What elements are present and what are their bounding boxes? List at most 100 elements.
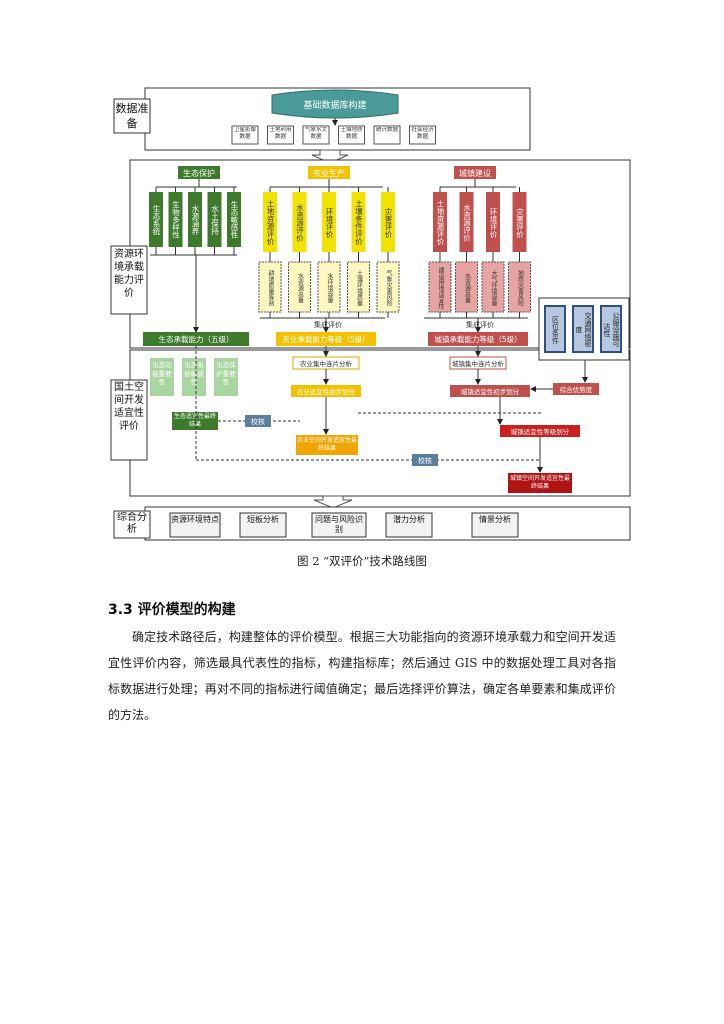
side-box-label-fo: 公服设施可达性 [603,312,620,347]
data-item [302,125,330,145]
eco-factor-label-fo: 生态敏感性 [230,201,239,239]
agr-factor [292,192,307,252]
agr-capacity-result [276,332,376,346]
side-box-label-fo: 区位条件 [552,316,560,344]
agr-step-2 [291,385,361,397]
agr-final-result-fo: 农业空间开发适宜性最终结果 [296,437,357,452]
agr-factor [263,192,277,252]
final-item-label-fo: 资源环境特点 [171,515,219,524]
side-box [574,307,592,351]
eco-factor-label-fo: 生物多样性 [172,201,181,239]
suit-eco-label: 生态功能重要性 [152,361,172,386]
suit-eco-label: 生态保护重要性 [216,361,236,386]
agr-domain-label: 农业生产 [313,168,345,178]
data-item-label: 气象水文数据 [304,127,327,140]
urb-capacity-text: 城镇承载能力等级（5级） [434,334,521,344]
side-box [602,307,620,351]
final-item-label: 情景分析 [479,515,511,524]
comprehensive-stage-label-fo: 综合分析 [117,512,147,535]
urb-step-2 [450,385,530,397]
data-item [267,125,294,145]
agr-factor [351,192,366,252]
suitability-stage-box [110,379,148,461]
section-heading: 3.3 评价模型的构建 [108,602,236,618]
prep-stage-label-fo: 数据准备 [115,102,149,130]
eco-factor-label: 生态敏感性 [230,201,239,239]
urb-factor [486,192,500,252]
eco-factor [168,192,183,247]
capacity-stage-label: 资源环境承载能力评价 [114,249,144,299]
final-item [239,512,287,538]
check-box-2 [412,454,438,466]
data-item [409,125,436,145]
final-item [471,512,519,538]
data-item-label-fo: 卫星影像数据 [234,127,256,140]
urb-sub-label: 大气环境容量 [490,269,497,306]
prep-stage-label: 数据准备 [115,102,149,130]
urb-factor [512,192,527,252]
eco-factor-label: 水源涵养 [191,205,200,235]
data-item [373,125,401,145]
final-items: 资源环境特点短板分析问题与风险识别潜力分析情景分析 [169,512,519,538]
suit-eco-box [150,358,174,396]
urb-step-1-text: 城镇集中连片分析 [452,359,505,368]
agr-factor-label-fo: 土壤条件评价 [355,200,364,245]
data-item-label-fo: 气象水文数据 [304,127,327,140]
side-box-label: 公服设施可达性 [603,312,620,347]
final-item-label-fo: 情景分析 [479,515,511,524]
capacity-stage-box [110,245,148,315]
data-item-label: 土壤地质数据 [340,127,363,140]
urb-factor-label-fo: 水资源评价 [463,204,472,242]
suit-eco-label-fo: 生态保护重要性 [216,361,236,386]
data-item-label-fo: 土地利用数据 [269,127,292,140]
urb-domain-box [454,166,496,179]
database-banner [271,89,399,119]
eco-factor [207,192,222,247]
urb-final-result-fo: 城镇空间开发适宜性最终结果 [510,475,570,490]
urb-factor-label-fo: 土地资源评价 [436,200,445,245]
urb-factor-label: 土地资源评价 [436,200,445,245]
data-item-label: 统计数据 [375,127,398,133]
final-item-label: 问题与风险识别 [315,515,363,534]
eco-capacity-result [143,332,249,346]
final-item [311,512,367,538]
agr-final-result [296,435,358,455]
urb-capacity-result [428,332,528,346]
check-label-2: 校核 [418,456,432,465]
eco-suitability-result-fo: 生态适宜性最终结果 [174,413,216,428]
urb-step-3 [500,425,580,437]
eco-factor [149,192,163,247]
suitability-stage-label-fo: 国土空间开发适宜性评价 [114,382,144,432]
urb-step-3-text: 城镇适宜性等级划分 [511,427,570,436]
eco-factor-label-fo: 水土保持 [211,205,220,235]
urb-final-result [508,473,572,493]
data-item-label: 社会经济数据 [411,127,434,140]
urb-factor-label-fo: 灾害评价 [516,208,525,238]
flow-arrow-1 [311,149,349,164]
data-item-label: 土地利用数据 [269,127,292,140]
agr-factor [322,192,336,252]
final-item-label: 资源环境特点 [171,515,219,524]
agr-final-result-text: 农业空间开发适宜性最终结果 [296,437,357,452]
eco-suitability-result [172,412,218,430]
final-item [169,512,221,538]
agr-step-1-text: 农业集中连片分析 [300,359,353,368]
suit-eco-box [182,358,206,396]
agr-factor [381,192,395,252]
final-item-label: 潜力分析 [393,515,425,524]
data-item-label-fo: 土壤地质数据 [340,127,363,140]
agr-sub-label-fo: 气象灾害风险 [385,269,392,306]
agr-factor-label: 环境评价 [325,207,334,238]
urb-factor [459,192,474,252]
agr-sub-label: 气象灾害风险 [385,269,392,306]
eco-factor [188,192,202,247]
data-item-label-fo: 统计数据 [375,127,398,133]
comprehensive-step-text: 综合优势度 [560,385,593,394]
urb-factor-label: 环境评价 [489,207,498,238]
side-box [546,307,564,351]
final-item-label-fo: 问题与风险识别 [315,515,363,534]
agr-sub-label: 水环境容量 [326,272,333,303]
agr-sub-label-fo: 耕地质量等别 [267,270,274,306]
